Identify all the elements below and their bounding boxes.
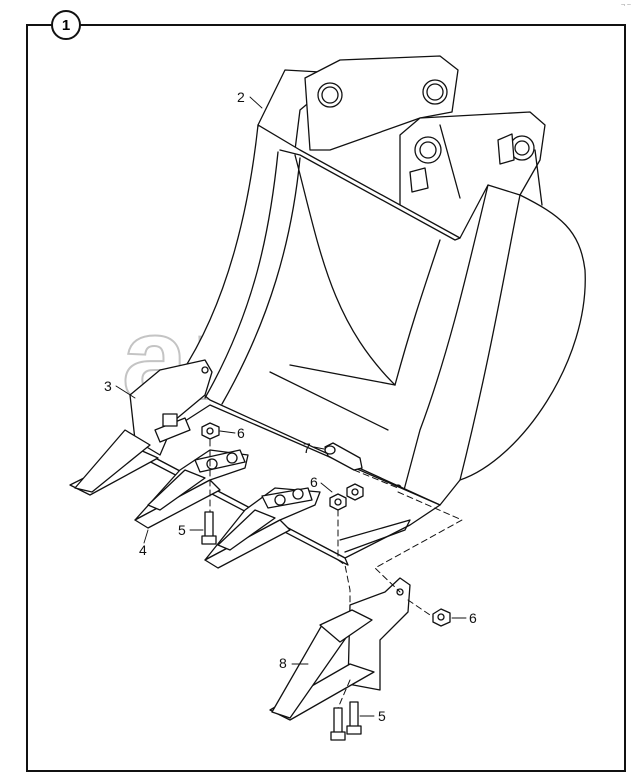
bolt-lower-left — [330, 707, 346, 741]
nut-middle — [329, 493, 347, 511]
tooth-adapter-left — [134, 449, 249, 529]
callout-8: 8 — [279, 655, 287, 671]
nut-upper — [201, 422, 220, 440]
side-tooth-adapter — [69, 359, 213, 496]
callout-6-upper: 6 — [237, 425, 245, 441]
figure-frame — [26, 24, 626, 772]
callout-6-lower: 6 — [469, 610, 477, 626]
callout-2: 2 — [237, 89, 245, 105]
callout-5-lower: 5 — [378, 708, 386, 724]
callout-6-middle: 6 — [310, 474, 318, 490]
left-hanger-plate — [257, 55, 459, 151]
bucket-shell — [179, 124, 586, 506]
retaining-pin — [324, 442, 363, 471]
corner-mark: ¬ ~ — [620, 2, 631, 9]
lower-side-adapter — [269, 577, 411, 721]
callout-7: 7 — [303, 440, 311, 456]
figure-number-badge: 1 — [51, 10, 81, 40]
tooth-adapter-middle — [204, 487, 321, 569]
nut-right — [346, 483, 364, 501]
figure-number: 1 — [61, 16, 71, 34]
callout-3: 3 — [104, 378, 112, 394]
bolt-upper — [201, 511, 217, 545]
leader-lines — [115, 96, 467, 717]
nut-lower — [432, 608, 451, 627]
bolt-lower-right — [346, 701, 362, 735]
assembly-dashed-lines — [209, 439, 463, 709]
callout-4: 4 — [139, 542, 147, 558]
callout-5-upper: 5 — [178, 522, 186, 538]
